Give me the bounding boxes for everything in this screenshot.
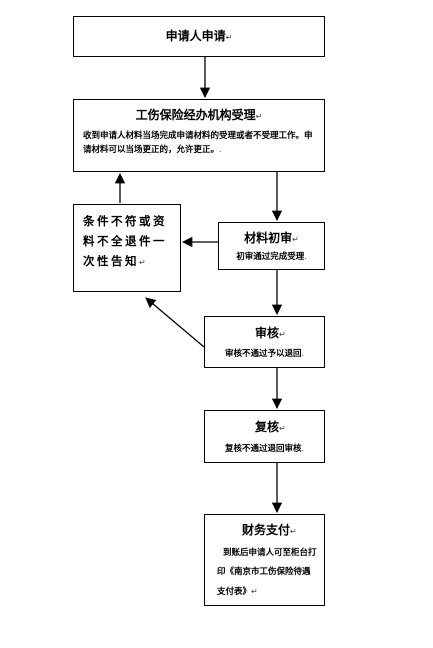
accept-node-title: 工伤保险经办机构受理	[135, 108, 256, 122]
end-mark: .	[301, 349, 305, 358]
recheck-title: 复核	[255, 420, 280, 434]
initial-review-body: 初审通过完成受理	[236, 252, 305, 262]
return-mark: ↵	[279, 330, 286, 339]
end-mark: .	[304, 252, 307, 261]
notice-node: 条件不符或资料不全退件一次性告知↵	[73, 204, 181, 292]
end-mark: .	[301, 444, 305, 453]
end-mark: .	[219, 145, 222, 154]
return-mark: ↵	[255, 112, 263, 121]
return-mark: ↵	[292, 235, 299, 244]
apply-node-title: 申请人申请	[165, 29, 226, 43]
initial-review-node: 材料初审↵ 初审通过完成受理.	[218, 222, 325, 270]
review-body: 审核不通过予以退回	[224, 349, 302, 359]
return-mark: ↵	[251, 587, 258, 596]
return-mark: ↵	[279, 424, 286, 433]
payment-body: 到账后申请人可至柜台打印《南京市工伤保险待遇支付表》	[217, 548, 317, 597]
return-mark: ↵	[225, 33, 233, 42]
review-title: 审核	[255, 326, 280, 340]
return-mark: ↵	[139, 258, 149, 267]
recheck-body: 复核不通过退回审核	[224, 444, 302, 454]
arrow-review-to-notice	[145, 297, 205, 348]
accept-node: 工伤保险经办机构受理↵ 收到申请人材料当场完成申请材料的受理或者不受理工作。申请…	[73, 99, 325, 172]
payment-node: 财务支付↵ 到账后申请人可至柜台打印《南京市工伤保险待遇支付表》↵	[204, 514, 325, 606]
accept-node-body: 收到申请人材料当场完成申请材料的受理或者不受理工作。申请材料可以当场更正的，允许…	[83, 131, 313, 155]
review-node: 审核↵ 审核不通过予以退回.	[204, 316, 325, 368]
recheck-node: 复核↵ 复核不通过退回审核.	[204, 410, 325, 463]
payment-title: 财务支付	[242, 523, 291, 537]
notice-node-title: 条件不符或资料不全退件一次性告知	[83, 214, 167, 268]
return-mark: ↵	[290, 527, 297, 536]
apply-node: 申请人申请↵	[73, 16, 325, 57]
initial-review-title: 材料初审	[244, 231, 293, 245]
